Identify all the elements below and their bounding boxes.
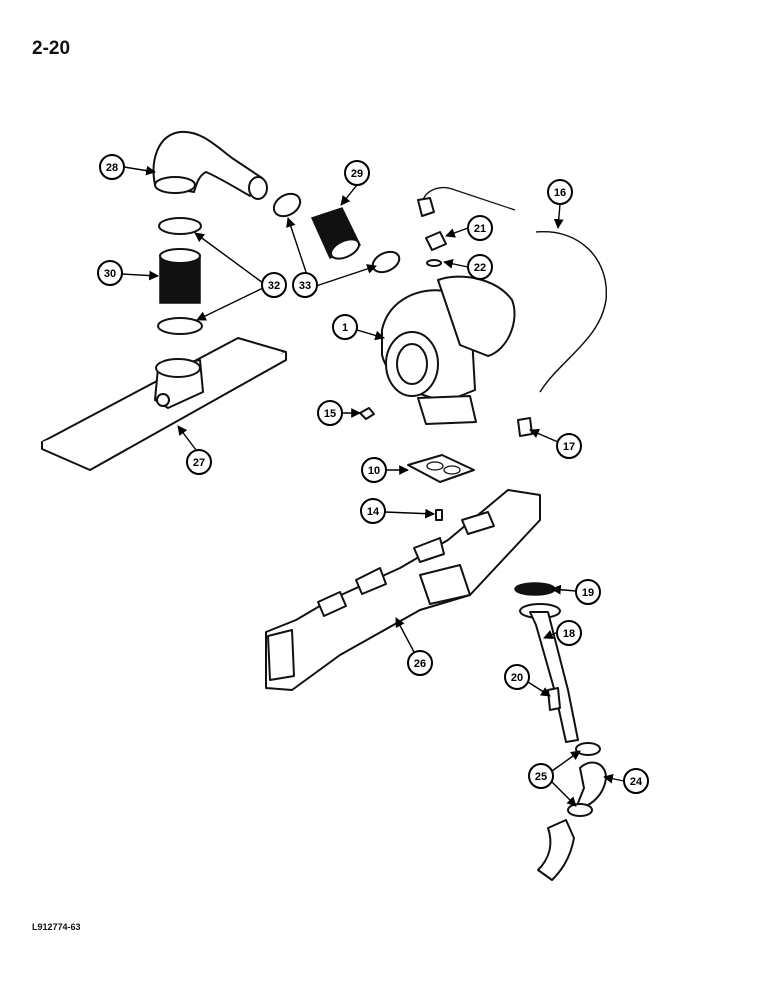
callout-18: 18 [556, 620, 582, 646]
svg-text:20: 20 [511, 672, 523, 684]
svg-text:25: 25 [535, 771, 547, 783]
page-number: 2-20 [32, 38, 71, 59]
callout-20: 20 [504, 664, 530, 690]
svg-text:22: 22 [474, 262, 486, 274]
callout-10: 10 [361, 457, 387, 483]
leader-lines [121, 165, 625, 807]
svg-text:10: 10 [368, 465, 380, 477]
svg-text:18: 18 [563, 628, 575, 640]
intake-plate [41, 337, 287, 471]
callout-21: 21 [467, 215, 493, 241]
bellows [159, 248, 201, 304]
svg-text:33: 33 [299, 280, 311, 292]
svg-text:26: 26 [414, 658, 426, 670]
callout-25: 25 [528, 763, 554, 789]
svg-text:28: 28 [106, 162, 118, 174]
callout-24: 24 [623, 768, 649, 794]
exhaust-manifold [265, 489, 541, 691]
svg-text:17: 17 [563, 441, 575, 453]
callout-30: 30 [97, 260, 123, 286]
hose-sleeve [310, 207, 362, 260]
figure-id: L912774-63 [32, 922, 81, 932]
svg-text:19: 19 [582, 587, 594, 599]
callout-29: 29 [344, 160, 370, 186]
callout-17: 17 [556, 433, 582, 459]
svg-text:30: 30 [104, 268, 116, 280]
gasket [407, 454, 475, 483]
callout-15: 15 [317, 400, 343, 426]
callout-16: 16 [547, 179, 573, 205]
svg-text:16: 16 [554, 187, 566, 199]
drain-tube [514, 582, 607, 881]
svg-text:24: 24 [630, 776, 643, 788]
svg-text:21: 21 [474, 223, 486, 235]
svg-text:1: 1 [342, 322, 348, 334]
callout-1: 1 [332, 314, 358, 340]
callout-28: 28 [99, 154, 125, 180]
svg-text:32: 32 [268, 280, 280, 292]
svg-text:14: 14 [367, 506, 380, 518]
svg-text:29: 29 [351, 168, 363, 180]
callout-19: 19 [575, 579, 601, 605]
small-fittings [359, 231, 447, 521]
hose-clamps [157, 192, 401, 335]
turbocharger [381, 275, 516, 425]
callout-32: 32 [261, 272, 287, 298]
elbow-tube [152, 130, 268, 200]
svg-text:15: 15 [324, 408, 336, 420]
callout-33: 33 [292, 272, 318, 298]
callout-14: 14 [360, 498, 386, 524]
callout-27: 27 [186, 449, 212, 475]
callout-22: 22 [467, 254, 493, 280]
svg-text:27: 27 [193, 457, 205, 469]
oil-line [417, 187, 607, 437]
callout-26: 26 [407, 650, 433, 676]
